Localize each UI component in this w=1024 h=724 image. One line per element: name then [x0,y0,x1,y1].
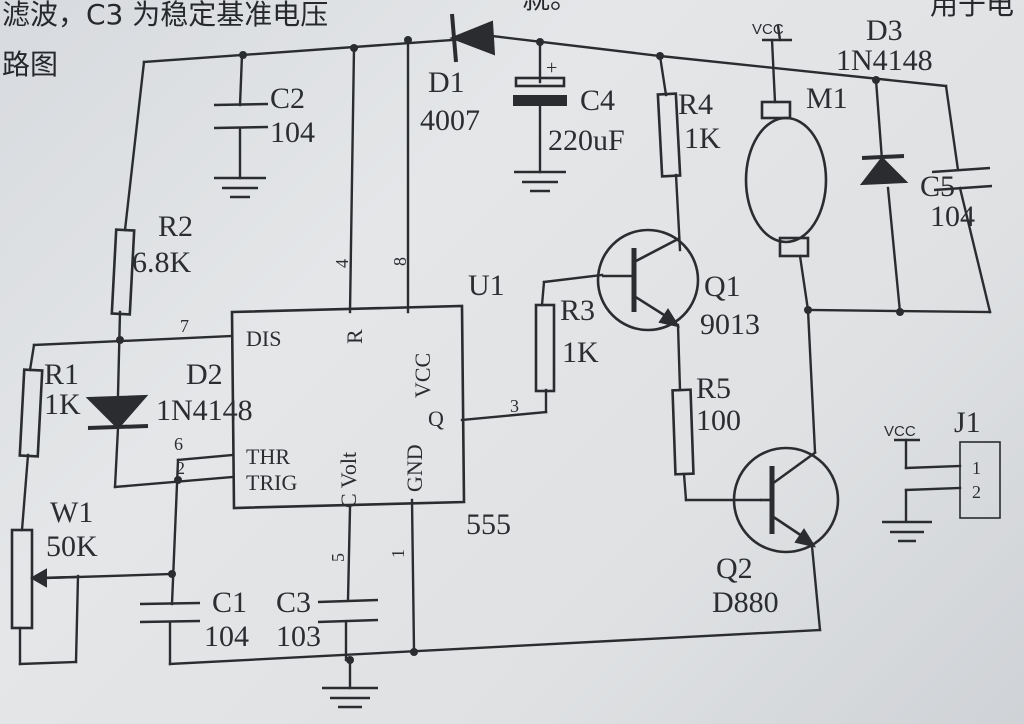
pin-number-7: 7 [180,316,189,336]
u1-pin-thr: THR [246,444,290,469]
r3-ref: R3 [560,294,595,327]
u1-value: 555 [466,508,511,541]
vcc-label-motor: VCC [752,21,784,38]
c1-value: 104 [204,620,249,653]
pin-numbers: 7 4 8 6 2 3 5 1 [174,257,519,562]
pin-number-3: 3 [510,396,519,416]
u1-pin-gnd: GND [402,444,427,492]
w1-value: 50K [46,530,98,563]
motor-m1: VCC M1 [744,21,848,258]
capacitor-c5: C5 104 [920,166,993,233]
c4-polarity: + [546,57,557,79]
d2-ref: D2 [186,358,223,391]
diode-d2: D2 1N4148 [85,358,253,430]
d1-ref: D1 [428,66,465,99]
resistor-r4: R4 1K [656,88,721,178]
d3-value: 1N4148 [836,44,933,77]
vcc-label-jack: VCC [884,423,916,440]
d1-value: 4007 [420,104,480,137]
connector-j1: J1 1 2 VCC [884,406,1001,519]
diode-d3: D3 1N4148 [836,14,933,186]
u1-pin-trig: TRIG [246,470,297,495]
r2-ref: R2 [158,210,193,243]
header-text-line1-right: 用于电 [930,0,1014,21]
ground-icon [322,686,378,709]
pin-number-6: 6 [174,434,183,454]
r5-ref: R5 [696,372,731,405]
q2-value: D880 [712,586,779,619]
wires [18,24,992,690]
q2-ref: Q2 [716,552,753,585]
ground-icon [882,520,932,543]
r1-value: 1K [44,388,81,421]
q1-ref: Q1 [704,270,741,303]
m1-ref: M1 [806,82,848,115]
r5-value: 100 [696,404,741,437]
c1-ref: C1 [212,586,247,619]
q1-value: 9013 [700,308,760,341]
r4-ref: R4 [678,88,713,121]
resistor-r1: R1 1K [18,358,81,458]
j1-pin-1: 1 [972,458,981,478]
pin-number-2: 2 [176,458,185,478]
diode-d1: D1 4007 [420,13,496,137]
c2-value: 104 [270,116,315,149]
c4-ref: C4 [580,84,615,117]
u1-pin-r: R [342,329,367,344]
w1-ref: W1 [50,496,93,529]
pin-number-8: 8 [390,257,410,266]
u1-pin-cvolt: C Volt [336,452,361,508]
u1-pin-q: Q [428,406,444,431]
d2-value: 1N4148 [156,394,253,427]
c4-value: 220uF [548,124,625,157]
u1-pin-vcc: VCC [410,353,435,398]
r1-ref: R1 [44,358,79,391]
potentiometer-w1: W1 50K [10,496,98,630]
c3-value: 103 [276,620,321,653]
u1-pin-dis: DIS [246,326,281,351]
pin-number-5: 5 [328,553,348,562]
resistor-r2: R2 6.8K [110,210,193,316]
u1-ref: U1 [468,269,505,302]
r4-value: 1K [684,122,721,155]
j1-ref: J1 [954,406,981,439]
u1-555-chip: U1 555 DIS R VCC THR TRIG C Volt GND Q [230,269,511,541]
pin-number-1: 1 [388,549,408,558]
pin-number-4: 4 [332,259,352,268]
c2-ref: C2 [270,82,305,115]
capacitor-c1: C1 104 [139,586,249,653]
j1-pin-2: 2 [972,482,981,502]
r2-value: 6.8K [132,246,192,279]
ground-icon [214,176,266,199]
resistor-r3: R3 1K [534,294,599,393]
d3-ref: D3 [866,14,903,47]
ground-icon [514,170,566,193]
capacitor-c3: C3 103 [276,586,379,653]
header-text-line1-tail: 就。 [522,0,578,15]
header-text-line1: 滤波，C3 为稳定基准电压 [2,0,328,31]
r3-value: 1K [562,336,599,369]
c5-ref: C5 [920,170,955,203]
c3-ref: C3 [276,586,311,619]
capacitor-c4: + C4 220uF [513,57,625,157]
transistor-q2: Q2 D880 [712,446,840,619]
capacitor-c2: C2 104 [213,82,315,149]
transistor-q1: Q1 9013 [596,228,760,341]
junction-dots [116,36,904,664]
header-text-line2: 路图 [2,48,58,81]
c5-value: 104 [930,200,975,233]
resistor-r5: R5 100 [671,372,741,476]
